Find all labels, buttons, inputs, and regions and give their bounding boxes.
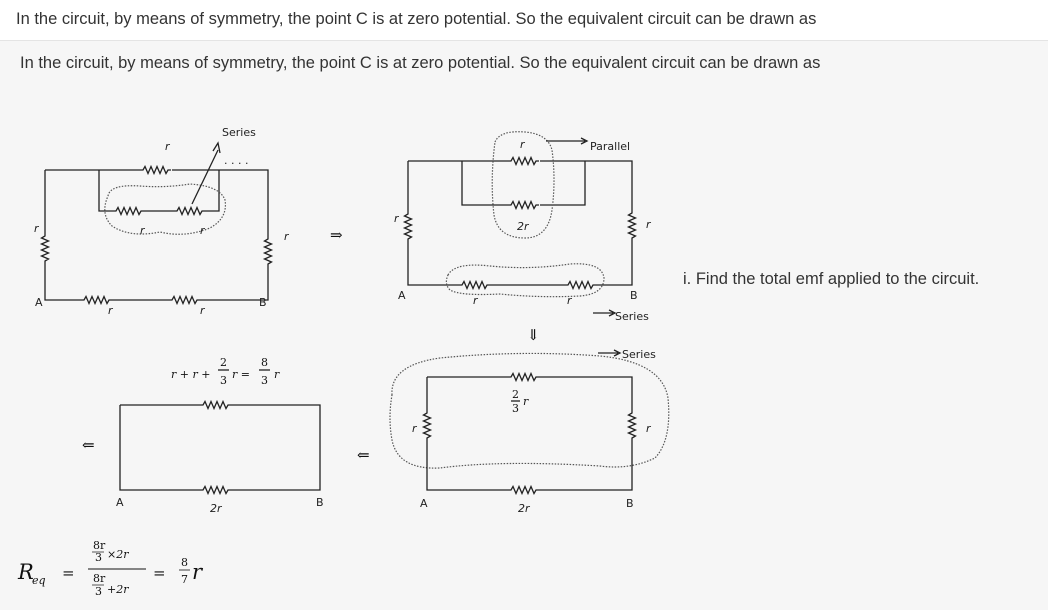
label-r-bottom-right: r — [200, 304, 206, 317]
question-text: i. Find the total emf applied to the cir… — [683, 270, 980, 288]
resistor-right — [263, 235, 273, 268]
node-a-2: A — [398, 289, 406, 302]
label-r-left: r — [34, 222, 40, 235]
expr-frac-three-2: 3 — [261, 374, 268, 387]
den-frac-den: 3 — [95, 585, 102, 598]
result-var: r — [192, 560, 204, 584]
num-frac-num: 8r — [93, 539, 106, 552]
resistor-top-2 — [507, 156, 540, 166]
label-series-2: Series — [615, 310, 649, 323]
resistor-left — [40, 232, 50, 265]
label-r-bottom-left: r — [108, 304, 114, 317]
resistor-inner-left — [112, 206, 145, 216]
num-rest: ×2r — [107, 548, 129, 561]
frac-r-3: r — [523, 395, 529, 408]
label-r-top-2: r — [520, 138, 526, 151]
statement-text-repeat: In the circuit, by means of symmetry, th… — [20, 54, 821, 72]
formula-sub: eq — [32, 574, 46, 587]
resistor-bottom-left-2 — [458, 280, 491, 290]
arrow-down: ⇓ — [527, 326, 540, 344]
statement-text: In the circuit, by means of symmetry, th… — [16, 10, 817, 28]
node-b-3: B — [626, 497, 634, 510]
equivalent-resistance-formula: R eq = 8r 3 ×2r 8r 3 +2r = 8 7 r — [17, 539, 204, 598]
resistor-bottom-4 — [199, 485, 232, 495]
result-num: 8 — [181, 556, 188, 569]
formula-lhs: R — [17, 560, 34, 584]
label-r-inner-right: r — [200, 224, 206, 237]
circuit-original: r Series . . . . r r r r r r A B — [34, 126, 290, 317]
label-parallel: Parallel — [590, 140, 630, 153]
resistor-bottom-right-2 — [564, 280, 597, 290]
label-r-right-2: r — [646, 218, 652, 231]
frac-three-3: 3 — [512, 402, 519, 415]
expr-frac-two: 2 — [220, 356, 227, 369]
resistor-inner-right — [173, 206, 206, 216]
label-r-bottom-right-2: r — [567, 294, 573, 307]
resistor-left-2 — [403, 210, 413, 243]
formula-eq-2: = — [153, 564, 166, 582]
resistor-inner-2r — [507, 200, 540, 210]
den-rest: +2r — [107, 583, 129, 596]
expr-mid: r = — [232, 368, 250, 381]
resistor-top — [139, 165, 172, 175]
label-r-bottom-left-2: r — [473, 294, 479, 307]
solution-panel: In the circuit, by means of symmetry, th… — [0, 40, 1048, 610]
resistor-right-3 — [627, 409, 637, 442]
label-r-right: r — [284, 230, 290, 243]
svg-text:. . . .: . . . . — [224, 154, 248, 167]
node-a-3: A — [420, 497, 428, 510]
label-series-1: Series — [222, 126, 256, 139]
label-r-right-3: r — [646, 422, 652, 435]
label-r-top: r — [165, 140, 171, 153]
node-b-1: B — [259, 296, 267, 309]
formula-eq: = — [62, 564, 75, 582]
node-b-2: B — [630, 289, 638, 302]
circuit-rearranged: Parallel Series r 2r r r r r A B — [394, 131, 652, 323]
label-2r-4: 2r — [210, 502, 223, 515]
resistor-right-2 — [627, 209, 637, 242]
label-2r-bottom-3: 2r — [518, 502, 531, 515]
resistor-top-4 — [199, 400, 232, 410]
resistor-bottom-left — [80, 295, 113, 305]
arrow-left-2: ⇐ — [357, 446, 370, 464]
node-b-4: B — [316, 496, 324, 509]
label-2r-inner: 2r — [517, 220, 530, 233]
resistor-bottom-3 — [507, 485, 540, 495]
expr-frac-three: 3 — [220, 374, 227, 387]
label-r-left-2: r — [394, 212, 400, 225]
arrow-right: ⇒ — [330, 226, 343, 244]
arrow-left-1: ⇐ — [82, 436, 95, 454]
label-series-3: Series — [622, 348, 656, 361]
node-a-1: A — [35, 296, 43, 309]
resistor-bottom-right — [168, 295, 201, 305]
resistor-left-3 — [422, 409, 432, 442]
expr-r: r — [274, 368, 280, 381]
expr-lhs: r + r + — [171, 368, 210, 381]
frac-two-3: 2 — [512, 388, 519, 401]
circuit-simplified: Series 2 3 r r r 2r A B — [389, 348, 670, 515]
resistor-top-3 — [507, 372, 540, 382]
den-frac-num: 8r — [93, 572, 106, 585]
label-r-inner-left: r — [140, 224, 146, 237]
expr-frac-eight: 8 — [261, 356, 268, 369]
label-r-left-3: r — [412, 422, 418, 435]
circuit-final: r + r + 2 3 r = 8 3 r 2r A B — [116, 356, 324, 515]
node-a-4: A — [116, 496, 124, 509]
num-frac-den: 3 — [95, 551, 102, 564]
result-den: 7 — [181, 573, 188, 586]
